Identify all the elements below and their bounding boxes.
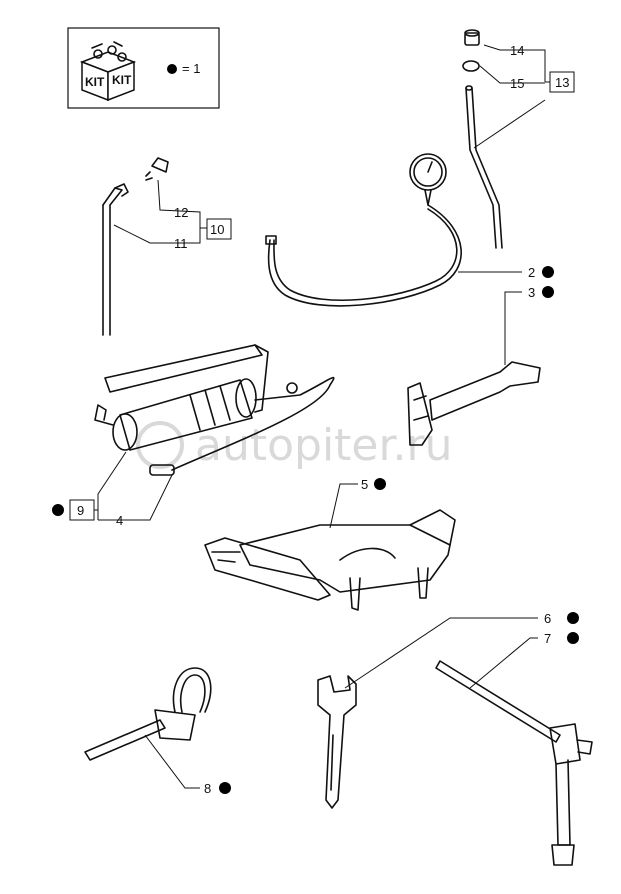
callout-5: 5 <box>361 477 368 492</box>
kit-label-left: KIT <box>85 75 105 89</box>
part-2-gauge <box>265 153 462 307</box>
callout-7: 7 <box>544 631 551 646</box>
bullet-icon <box>542 286 554 298</box>
callout-9: 9 <box>77 503 84 518</box>
bullet-icon <box>374 478 386 490</box>
callout-10: 10 <box>210 222 224 237</box>
callout-6: 6 <box>544 611 551 626</box>
callouts: 14 15 13 12 11 10 2 3 9 4 5 6 <box>52 43 579 796</box>
bullet-icon <box>52 504 64 516</box>
kit-box-icon: KIT KIT <box>79 41 137 102</box>
kit-label-right: KIT <box>112 73 132 87</box>
bullet-icon <box>542 266 554 278</box>
callout-2: 2 <box>528 265 535 280</box>
part-7-t-wrench <box>435 660 593 866</box>
callout-4: 4 <box>116 513 123 528</box>
callout-8: 8 <box>204 781 211 796</box>
kit-equals: = 1 <box>182 61 200 76</box>
bullet-icon <box>219 782 231 794</box>
bullet-icon <box>567 632 579 644</box>
bullet-icon <box>167 64 177 74</box>
bullet-icon <box>567 612 579 624</box>
callout-11: 11 <box>174 236 188 251</box>
callout-box-10 <box>206 218 232 240</box>
callout-14: 14 <box>510 43 524 58</box>
callout-12: 12 <box>174 205 188 220</box>
part-13-tube-assembly <box>462 29 503 249</box>
callout-3: 3 <box>528 285 535 300</box>
part-8-clamp-wrench <box>84 667 212 761</box>
kit-legend: KIT KIT = 1 <box>67 27 220 109</box>
part-3-hammer <box>407 361 541 446</box>
watermark: autopiter.ru <box>136 420 453 471</box>
part-11-tube-assembly <box>102 157 169 336</box>
part-5-tool-bag <box>204 509 456 611</box>
part-6-wrench <box>317 675 357 809</box>
callout-15: 15 <box>510 76 524 91</box>
part-9-grease-gun <box>94 344 335 476</box>
callout-13: 13 <box>555 75 569 90</box>
